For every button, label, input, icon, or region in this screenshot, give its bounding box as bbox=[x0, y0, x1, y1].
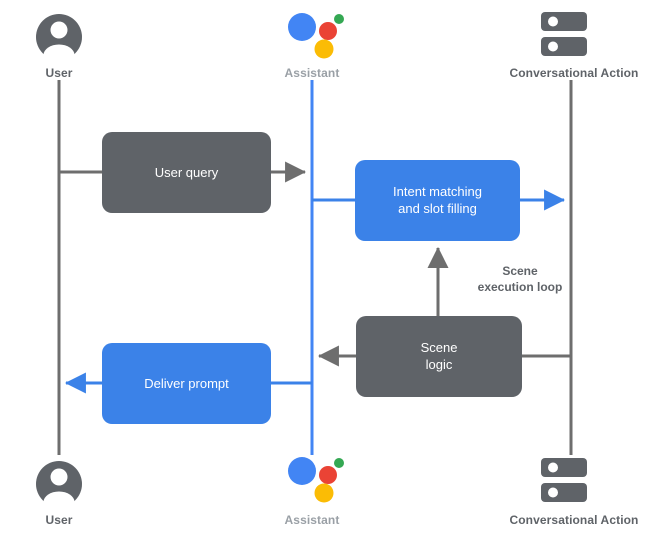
node-user-query[interactable] bbox=[102, 132, 271, 213]
node-deliver-prompt[interactable] bbox=[102, 343, 271, 424]
actor-label-assistant-top: Assistant bbox=[284, 66, 340, 80]
actor-label-assistant-bottom: Assistant bbox=[284, 513, 340, 527]
server-stack-icon bbox=[541, 12, 587, 56]
actor-label-conversational-action-bottom: Conversational Action bbox=[509, 513, 639, 527]
google-assistant-icon-bottom bbox=[288, 457, 344, 503]
google-assistant-icon bbox=[288, 13, 344, 59]
node-intent-matching[interactable] bbox=[355, 160, 520, 241]
server-stack-icon-bottom bbox=[541, 458, 587, 502]
user-avatar-icon-bottom bbox=[36, 461, 82, 513]
node-scene-logic[interactable] bbox=[356, 316, 522, 397]
actor-label-user-top: User bbox=[45, 66, 73, 80]
user-avatar-icon bbox=[36, 14, 82, 66]
actor-label-user-bottom: User bbox=[45, 513, 73, 527]
annotation-scene-execution-loop: Scene execution loop bbox=[477, 264, 563, 294]
actor-label-conversational-action-top: Conversational Action bbox=[509, 66, 639, 80]
